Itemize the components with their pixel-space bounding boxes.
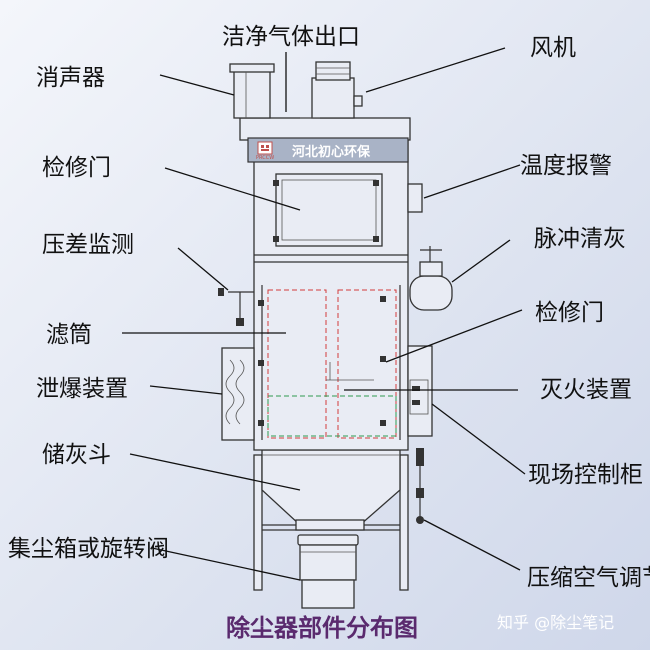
label-explosion-vent: 泄爆装置 xyxy=(36,376,128,402)
leader-ash-hopper xyxy=(129,453,301,491)
label-fire-extinguishing: 灭火装置 xyxy=(540,377,632,403)
dust-collector-drawing: PRCCW 河北初心环保 xyxy=(218,61,453,609)
leader-explosion-vent xyxy=(149,385,223,395)
label-filter-cartridge: 滤筒 xyxy=(46,322,92,348)
label-fan: 风机 xyxy=(530,35,576,61)
brand-band xyxy=(247,137,409,163)
leader-dust-box-valve xyxy=(151,547,301,581)
labels: 消声器 洁净气体出口 风机 检修门 温度报警 压差监测 脉冲清灰 滤筒 检修门 … xyxy=(8,24,650,591)
leader-fan xyxy=(365,47,506,93)
label-access-door-top: 检修门 xyxy=(42,155,111,181)
support-legs xyxy=(253,454,409,591)
leader-lines xyxy=(122,47,526,581)
ash-hopper xyxy=(261,449,401,526)
diagram-title: 除尘器部件分布图 xyxy=(226,614,418,642)
control-cabinet xyxy=(407,345,433,437)
explosion-vent xyxy=(221,347,255,441)
leader-temperature-alarm xyxy=(423,164,521,199)
leader-pressure-monitor xyxy=(177,247,229,291)
label-muffler: 消声器 xyxy=(36,65,105,91)
leader-access-door-top xyxy=(164,167,301,211)
label-clean-gas-outlet: 洁净气体出口 xyxy=(222,24,360,50)
label-temperature-alarm: 温度报警 xyxy=(520,153,612,179)
leader-access-door-side xyxy=(385,309,523,363)
leader-muffler xyxy=(159,74,235,96)
leader-control-cabinet xyxy=(431,403,526,475)
label-access-door-side: 检修门 xyxy=(535,300,604,326)
leader-pulse-cleaning xyxy=(451,239,511,283)
label-pressure-monitor: 压差监测 xyxy=(42,232,134,258)
temperature-alarm-box xyxy=(407,183,423,213)
pulse-tank xyxy=(409,246,453,311)
side-door-hinges xyxy=(258,296,386,426)
label-pulse-cleaning: 脉冲清灰 xyxy=(534,226,626,252)
label-control-cabinet: 现场控制柜 xyxy=(528,462,643,488)
fan xyxy=(300,61,363,119)
pressure-gauge xyxy=(218,288,254,326)
upper-access-door xyxy=(273,173,383,247)
air-regulator xyxy=(416,448,424,524)
watermark: 知乎 @除尘笔记 xyxy=(497,613,614,632)
brand-sub: PRCCW xyxy=(256,155,274,161)
leader-air-regulator xyxy=(423,519,521,571)
dust-discharge xyxy=(297,534,359,609)
filter-cartridges xyxy=(267,289,397,439)
label-ash-hopper: 储灰斗 xyxy=(42,442,111,468)
brand-logo xyxy=(257,141,273,155)
brand-name: 河北初心环保 xyxy=(292,144,371,160)
label-dust-box-valve: 集尘箱或旋转阀 xyxy=(8,536,169,562)
label-air-regulator: 压缩空气调节 xyxy=(527,565,650,591)
muffler xyxy=(229,63,275,119)
